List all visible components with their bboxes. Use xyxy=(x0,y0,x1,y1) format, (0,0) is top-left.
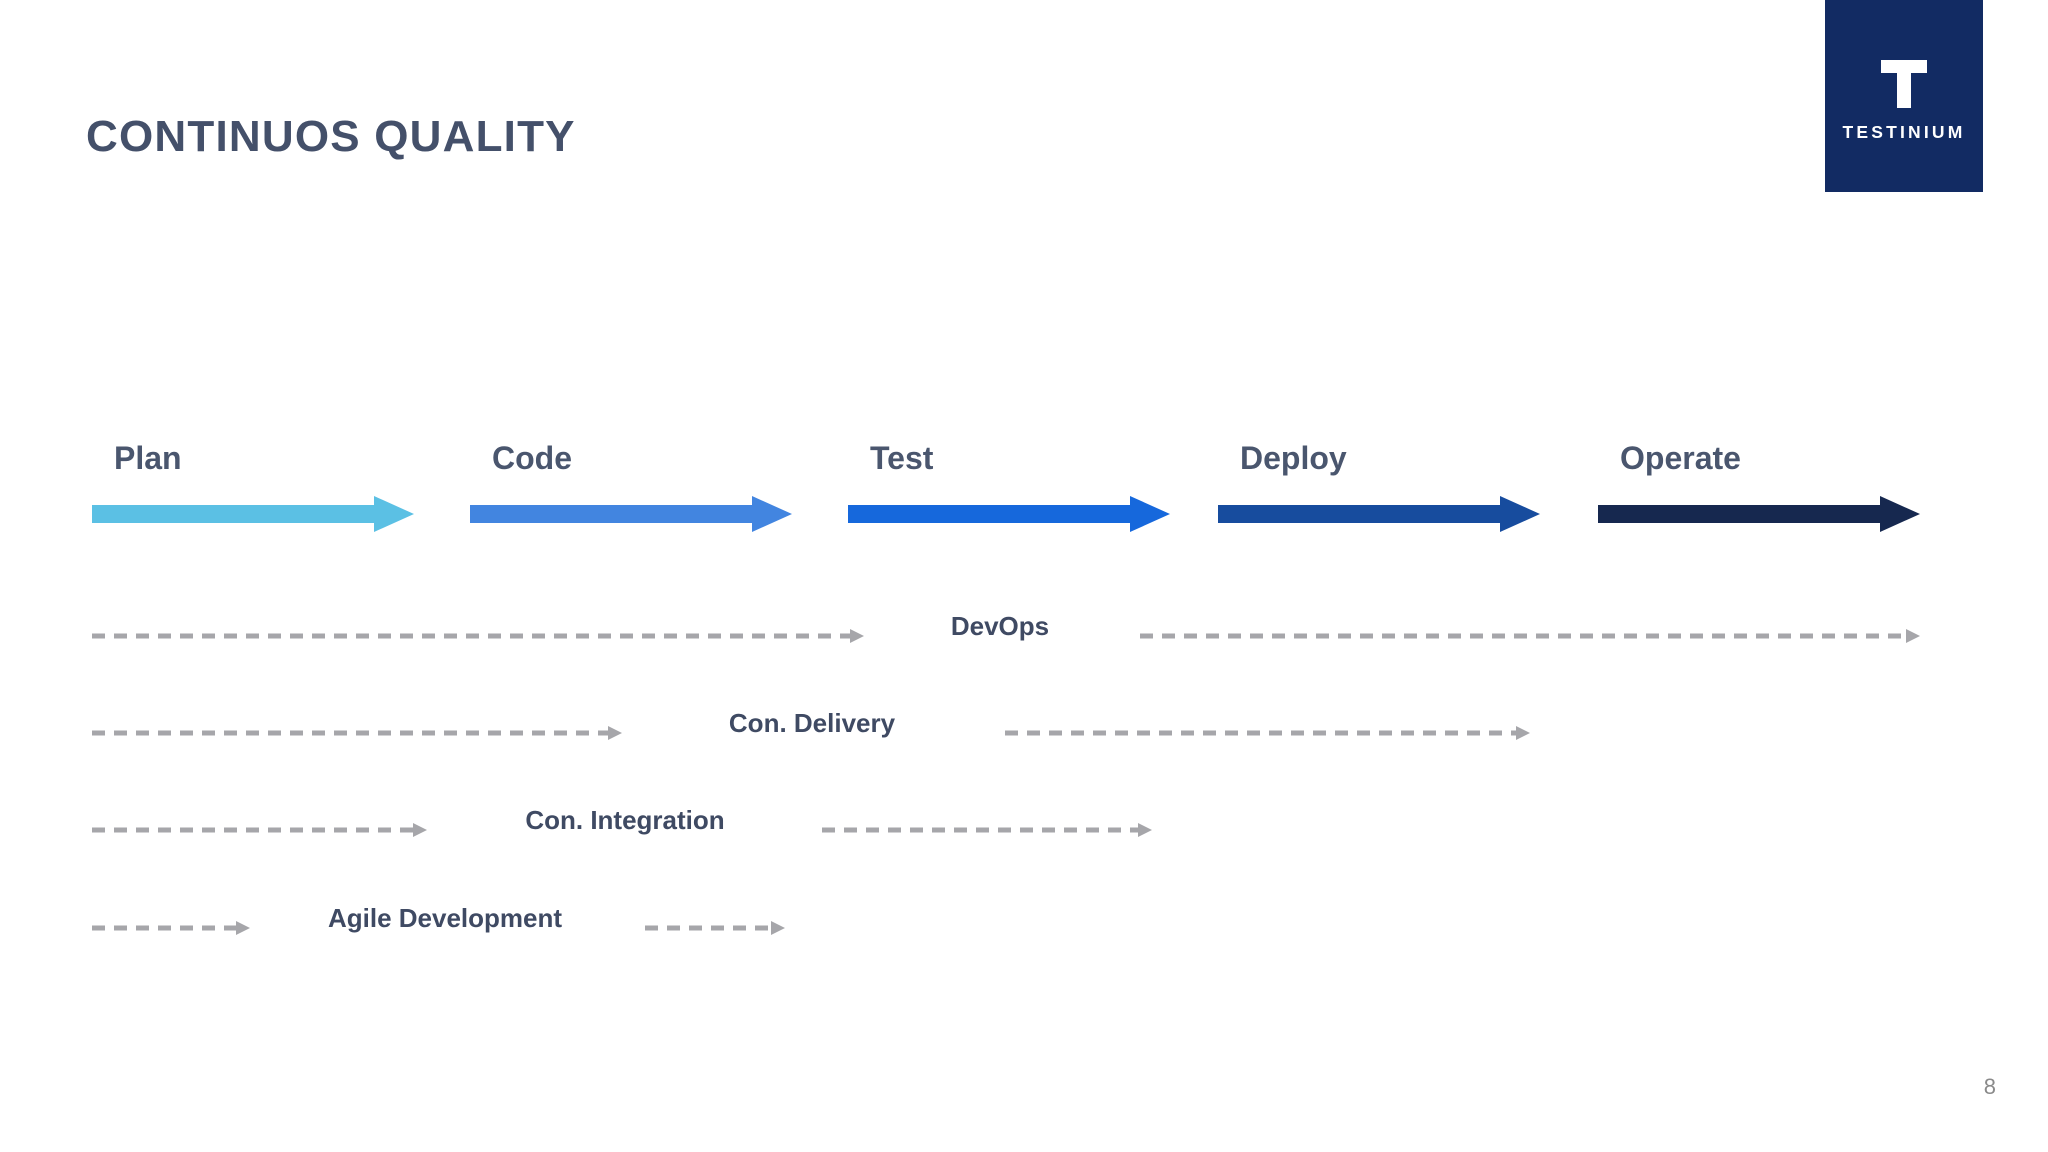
dashed-arrow-right-icon xyxy=(1005,722,1530,744)
dashed-arrow-left-icon xyxy=(92,625,864,647)
stage-label: Operate xyxy=(1620,440,1741,476)
stage-label: Plan xyxy=(114,440,182,476)
stage-arrow-icon xyxy=(92,496,414,532)
logo-wordmark: TESTINIUM xyxy=(1842,121,1966,142)
pipeline-stage-plan[interactable]: Plan xyxy=(92,440,414,550)
stage-label: Code xyxy=(492,440,572,476)
stage-arrow-icon xyxy=(1218,496,1540,532)
flow-label: Con. Delivery xyxy=(728,708,896,738)
stage-label: Deploy xyxy=(1240,440,1347,476)
flow-row-agile-development: Agile Development xyxy=(0,903,2048,965)
testinium-logo: TESTINIUM xyxy=(1825,0,1983,192)
flow-row-con-integration: Con. Integration xyxy=(0,805,2048,867)
logo-t-mark-icon xyxy=(1881,59,1927,108)
stage-arrow-icon xyxy=(848,496,1170,532)
page-title: CONTINUOS QUALITY xyxy=(86,112,576,161)
stage-arrow-icon xyxy=(1598,496,1920,532)
stage-arrow-icon xyxy=(470,496,792,532)
flow-label: Con. Integration xyxy=(525,805,725,835)
pipeline-stage-code[interactable]: Code xyxy=(470,440,792,550)
stage-label: Test xyxy=(870,440,934,476)
pipeline-stages: Plan Code Test Deploy Operate xyxy=(0,440,2048,550)
dashed-arrow-left-icon xyxy=(92,722,622,744)
dashed-arrow-right-icon xyxy=(645,917,785,939)
pipeline-stage-deploy[interactable]: Deploy xyxy=(1218,440,1540,550)
page-number: 8 xyxy=(1983,1074,1996,1099)
dashed-arrow-right-icon xyxy=(822,819,1152,841)
dashed-arrow-left-icon xyxy=(92,917,250,939)
flow-label: DevOps xyxy=(950,611,1050,641)
flow-row-con-delivery: Con. Delivery xyxy=(0,708,2048,770)
dashed-arrow-right-icon xyxy=(1140,625,1920,647)
pipeline-stage-operate[interactable]: Operate xyxy=(1598,440,1920,550)
flow-label: Agile Development xyxy=(327,903,563,933)
dashed-arrow-left-icon xyxy=(92,819,427,841)
pipeline-stage-test[interactable]: Test xyxy=(848,440,1170,550)
flow-row-devops: DevOps xyxy=(0,611,2048,673)
